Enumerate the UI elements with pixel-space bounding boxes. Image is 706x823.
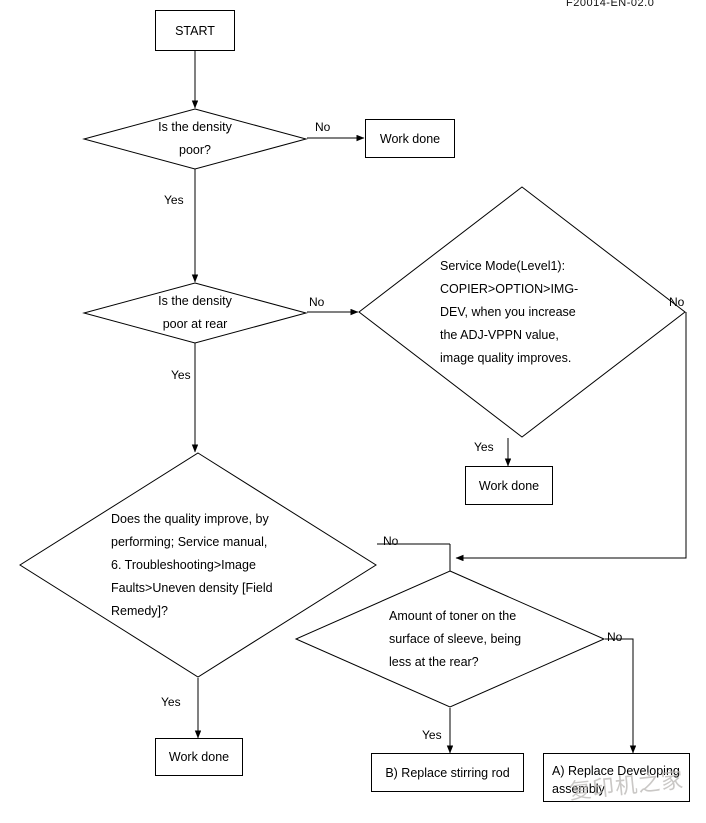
node-work-done-2: Work done bbox=[465, 466, 553, 505]
node-label-line: 6. Troubleshooting>Image bbox=[111, 557, 256, 572]
node-label-line: Is the density bbox=[158, 294, 232, 308]
edge-label-no-1: No bbox=[315, 120, 331, 134]
node-label-line: assembly bbox=[552, 782, 605, 796]
node-label-line: surface of sleeve, being bbox=[389, 631, 522, 646]
edge-label-yes-2: Yes bbox=[171, 368, 191, 382]
node-label-line: Is the density bbox=[158, 120, 232, 134]
document-code: F20014-EN-02.0 bbox=[566, 0, 655, 9]
node-label-line: Does the quality improve, by bbox=[111, 511, 269, 526]
node-label-line: COPIER>OPTION>IMG- bbox=[440, 281, 579, 296]
edge-label-no-2: No bbox=[309, 295, 325, 309]
edge-label-no-5: No bbox=[607, 630, 623, 644]
node-label-line: poor? bbox=[179, 143, 211, 157]
node-replace-developing-assembly: A) Replace Developing assembly bbox=[543, 753, 690, 802]
node-service-mode: Service Mode(Level1): COPIER>OPTION>IMG-… bbox=[358, 186, 686, 438]
node-replace-stirring-rod: B) Replace stirring rod bbox=[371, 753, 524, 792]
node-label-line: DEV, when you increase bbox=[440, 304, 576, 319]
edge-label-yes-1: Yes bbox=[164, 193, 184, 207]
node-label-line: Amount of toner on the bbox=[389, 608, 517, 623]
node-label-line: Faults>Uneven density [Field bbox=[111, 580, 273, 595]
edge-label-yes-5: Yes bbox=[422, 728, 442, 742]
edge-label-yes-4: Yes bbox=[161, 695, 181, 709]
edge-label-no-3: No bbox=[669, 295, 685, 309]
node-label-line: Remedy]? bbox=[111, 603, 168, 618]
edge-label-yes-3: Yes bbox=[474, 440, 494, 454]
node-label-line: performing; Service manual, bbox=[111, 534, 268, 549]
node-does-quality-improve: Does the quality improve, by performing;… bbox=[19, 452, 377, 678]
node-label-line: poor at rear bbox=[162, 317, 228, 331]
node-is-density-poor-at-rear: Is the density poor at rear bbox=[82, 282, 308, 344]
node-toner-amount: Amount of toner on the surface of sleeve… bbox=[294, 570, 606, 708]
node-label-line: the ADJ-VPPN value, bbox=[440, 327, 559, 342]
edge-label-no-4: No bbox=[383, 534, 399, 548]
node-label-line: A) Replace Developing bbox=[552, 764, 680, 778]
node-label-line: Service Mode(Level1): bbox=[440, 258, 566, 273]
node-work-done-1: Work done bbox=[365, 119, 455, 158]
node-label-line: image quality improves. bbox=[440, 350, 572, 365]
node-work-done-3: Work done bbox=[155, 738, 243, 776]
node-label-line: less at the rear? bbox=[389, 654, 479, 669]
node-is-density-poor: Is the density poor? bbox=[82, 108, 308, 170]
node-start: START bbox=[155, 10, 235, 51]
